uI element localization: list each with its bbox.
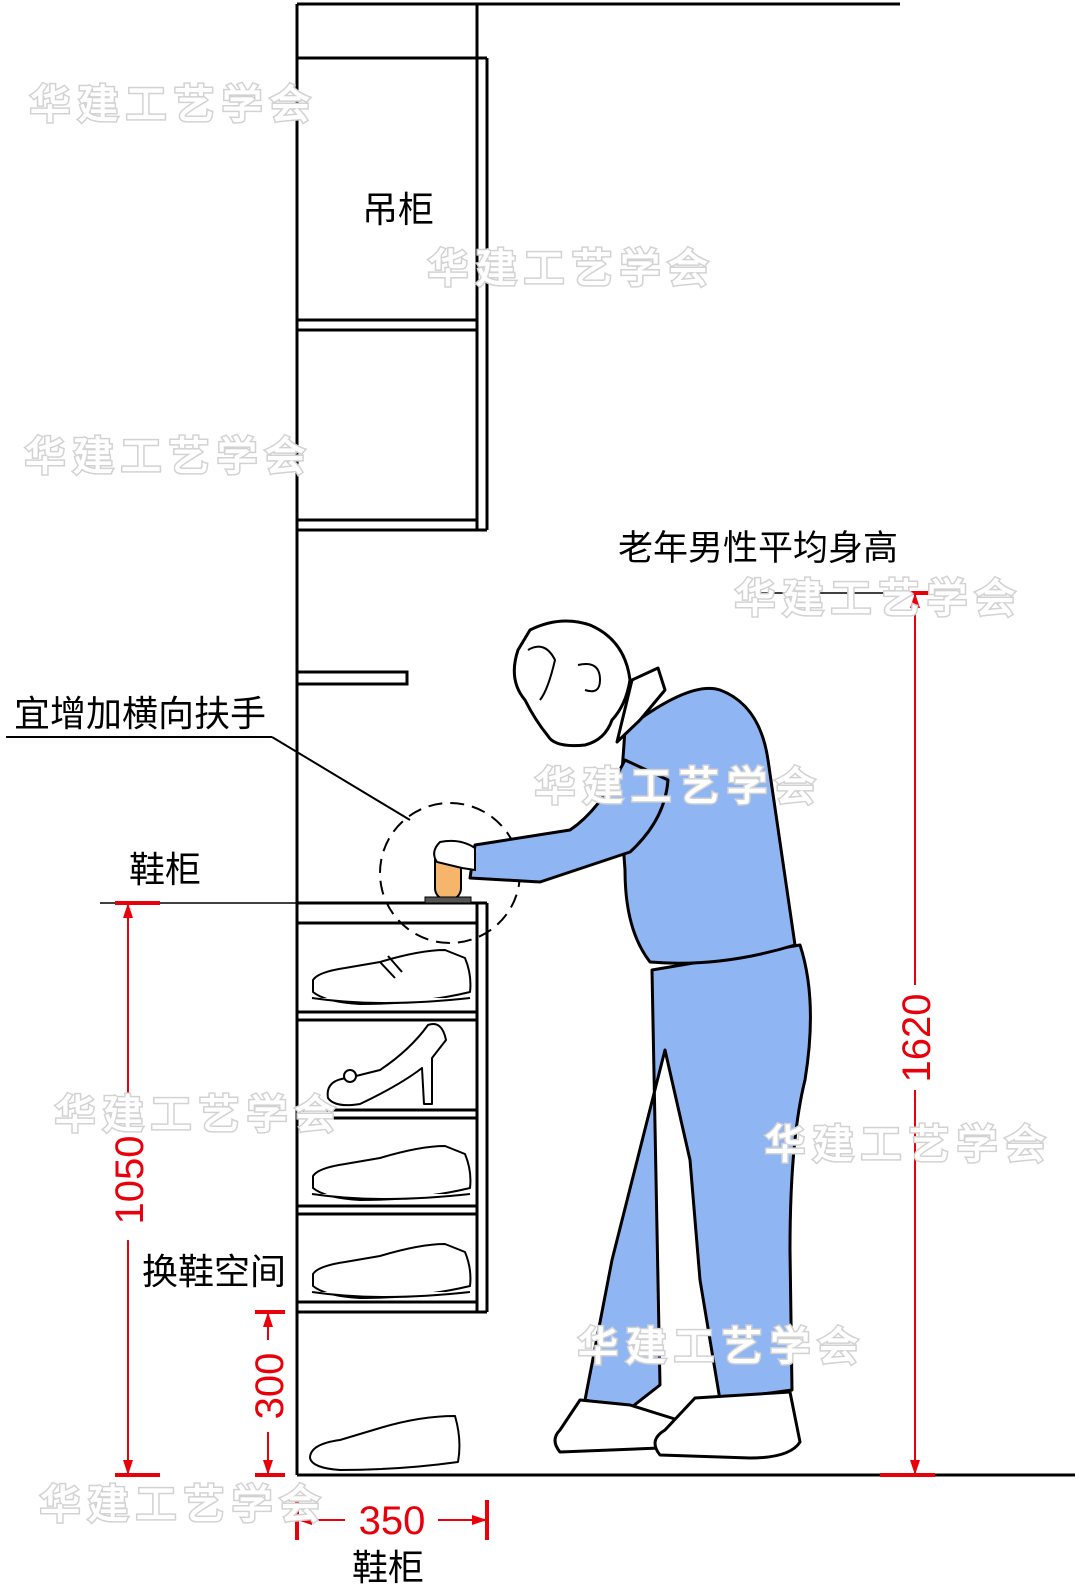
dim-arrow (123, 903, 133, 918)
watermarks: 华建工艺学会 华建工艺学会 华建工艺学会 华建工艺学会 华建工艺学会 华建工艺学… (24, 81, 1053, 1530)
watermark: 华建工艺学会 (25, 434, 313, 480)
dimension-350: 350 (295, 1499, 489, 1543)
dimension-1050: 1050 (108, 901, 160, 1477)
dimension-1620: 1620 (880, 591, 939, 1477)
watermark: 华建工艺学会 (578, 1324, 866, 1370)
shoe-cabinet-label: 鞋柜 (129, 850, 201, 891)
dim-arrow (472, 1515, 487, 1525)
wall-shelf (295, 670, 409, 686)
shoe-cabinet (295, 901, 489, 1471)
handrail-note-label: 宜增加横向扶手 (14, 694, 266, 735)
dim-arrow (263, 1312, 273, 1327)
dim-arrow (910, 593, 920, 608)
watermark: 华建工艺学会 (428, 246, 716, 292)
hanging-cabinet (295, 56, 479, 532)
watermark: 华建工艺学会 (735, 576, 1023, 622)
shoe-change-space-label: 换鞋空间 (142, 1252, 286, 1293)
high-heel-icon (326, 1023, 447, 1107)
dim-label-1620: 1620 (895, 994, 939, 1083)
watermark: 华建工艺学会 (55, 1092, 343, 1138)
handrail-base (424, 896, 472, 904)
elderly-man-figure (433, 619, 812, 1460)
shoe-icon (311, 949, 472, 1005)
handrail-leader-diag (271, 736, 411, 821)
watermark: 华建工艺学会 (535, 764, 823, 810)
dim-label-1050: 1050 (108, 1136, 152, 1225)
dim-arrow (123, 1460, 133, 1475)
dim-label-300: 300 (248, 1353, 292, 1420)
watermark: 华建工艺学会 (765, 1122, 1053, 1168)
elderly-height-label: 老年男性平均身高 (618, 529, 898, 569)
shoe-icon (311, 1243, 472, 1299)
hanging-cabinet-label: 吊柜 (362, 190, 434, 231)
shoe-icon (311, 1145, 472, 1201)
dim-label-350: 350 (359, 1499, 426, 1543)
dim-arrow (263, 1460, 273, 1475)
watermark: 华建工艺学会 (40, 1482, 328, 1528)
loafer-icon (309, 1415, 461, 1471)
dim-arrow (910, 1460, 920, 1475)
dimension-300: 300 (248, 1310, 292, 1477)
watermark: 华建工艺学会 (30, 82, 318, 128)
shoe-cabinet-bottom-label: 鞋柜 (352, 1548, 424, 1588)
dim-arrow (297, 1515, 312, 1525)
